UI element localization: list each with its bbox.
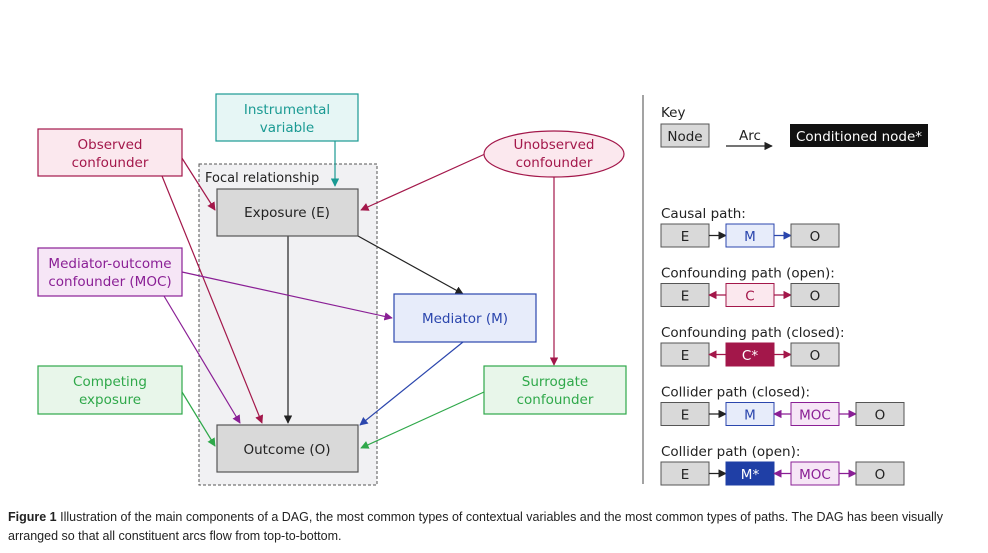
key-path-node-label: O — [875, 467, 886, 483]
node-surrogate-confounder: Surrogate confounder — [483, 365, 627, 415]
key-conditioned-swatch — [790, 124, 928, 147]
node-label: exposure — [79, 392, 141, 408]
key-path-node — [855, 461, 905, 486]
key-path: Collider path (open): E M* MOC O — [660, 444, 905, 486]
key-paths: Causal path: E M O Confounding path (open): E… — [660, 206, 905, 486]
key-path-node-label: MOC — [799, 467, 831, 483]
node-label: variable — [260, 120, 314, 136]
node-label: Observed — [78, 137, 143, 153]
arc-observed-confounder-to-exposure — [179, 154, 216, 211]
key-path-node-label: M — [744, 408, 756, 424]
caption-label: Figure 1 — [8, 510, 57, 524]
key-path: Collider path (closed): E M MOC O — [660, 385, 905, 426]
node-label: Mediator-outcome — [48, 256, 171, 272]
node-label: confounder — [516, 155, 593, 171]
key-path-node-label: M* — [741, 467, 760, 483]
key-path-title: Collider path (closed): — [661, 385, 810, 401]
key-arc-label: Arc — [739, 128, 761, 144]
arcs — [161, 141, 559, 449]
key-path-title: Confounding path (closed): — [661, 325, 845, 341]
node-label: Surrogate — [522, 374, 588, 390]
key-path-node-label: O — [810, 289, 821, 305]
key-path: Confounding path (closed): E C* O — [660, 325, 845, 367]
node-exposure: Exposure (E) — [216, 188, 359, 237]
node-outcome: Outcome (O) — [216, 424, 359, 473]
node-mediator: Mediator (M) — [393, 293, 537, 343]
node-competing-exposure: Competing exposure — [37, 365, 183, 415]
node-instrumental-variable: Instrumental variable — [215, 93, 359, 142]
key-path-node-label: C* — [742, 348, 758, 364]
arc-exposure-to-mediator — [357, 235, 464, 295]
arc-surrogate-to-outcome — [360, 391, 485, 449]
figure-caption: Figure 1 Illustration of the main compon… — [8, 508, 978, 546]
key-legend: Key Node Arc Conditioned node* — [660, 105, 928, 151]
key-path-node-label: O — [810, 348, 821, 364]
node-label: Mediator (M) — [422, 311, 508, 327]
key-path: Confounding path (open): E C O — [660, 266, 840, 307]
key-path-node-label: E — [681, 229, 690, 245]
node-observed-confounder: Observed confounder — [37, 128, 183, 177]
key-path: Causal path: E M O — [660, 206, 840, 248]
key-path-node-label: O — [875, 408, 886, 424]
key-path-node-label: C — [745, 289, 754, 305]
node-mediator-outcome-confounder: Mediator-outcome confounder (MOC) — [37, 247, 183, 297]
node-label: Exposure (E) — [244, 205, 330, 221]
key-node-label: Node — [667, 129, 702, 145]
key-path-node — [790, 223, 840, 248]
key-path-node — [790, 283, 840, 307]
caption-text: Illustration of the main components of a… — [8, 510, 943, 543]
key-path-node-label: E — [681, 348, 690, 364]
key-title: Key — [661, 105, 685, 121]
key-path-title: Causal path: — [661, 206, 746, 222]
key-path-node-label: E — [681, 289, 690, 305]
node-label: Competing — [73, 374, 147, 390]
node-label: Instrumental — [244, 102, 330, 118]
node-label: confounder — [517, 392, 594, 408]
key-node-swatch — [660, 123, 710, 148]
arc-moc-to-mediator — [181, 271, 393, 321]
node-label: confounder — [72, 155, 149, 171]
arc-moc-to-outcome — [163, 295, 241, 424]
node-label: confounder (MOC) — [48, 274, 171, 290]
node-label: Outcome (O) — [243, 442, 330, 458]
key-path-title: Collider path (open): — [661, 444, 800, 460]
key-path-node-label: O — [810, 229, 821, 245]
arc-observed-confounder-to-outcome — [161, 175, 264, 424]
arc-competing-to-outcome — [181, 391, 216, 447]
focal-relationship-label: Focal relationship — [205, 171, 319, 186]
node-unobserved-confounder: Unobserved confounder — [483, 130, 625, 178]
node-label: Unobserved — [513, 137, 594, 153]
key-path-node — [855, 402, 905, 426]
key-path-node-label: E — [681, 408, 690, 424]
key-path-title: Confounding path (open): — [661, 266, 835, 282]
key-path-node — [790, 342, 840, 367]
arc-unobserved-confounder-to-exposure — [360, 153, 486, 211]
key-path-node-label: M — [744, 229, 756, 245]
key-conditioned-label: Conditioned node* — [796, 129, 922, 145]
key-path-node-label: MOC — [799, 408, 831, 424]
key-path-node-label: E — [681, 467, 690, 483]
arc-mediator-to-outcome — [359, 341, 464, 426]
